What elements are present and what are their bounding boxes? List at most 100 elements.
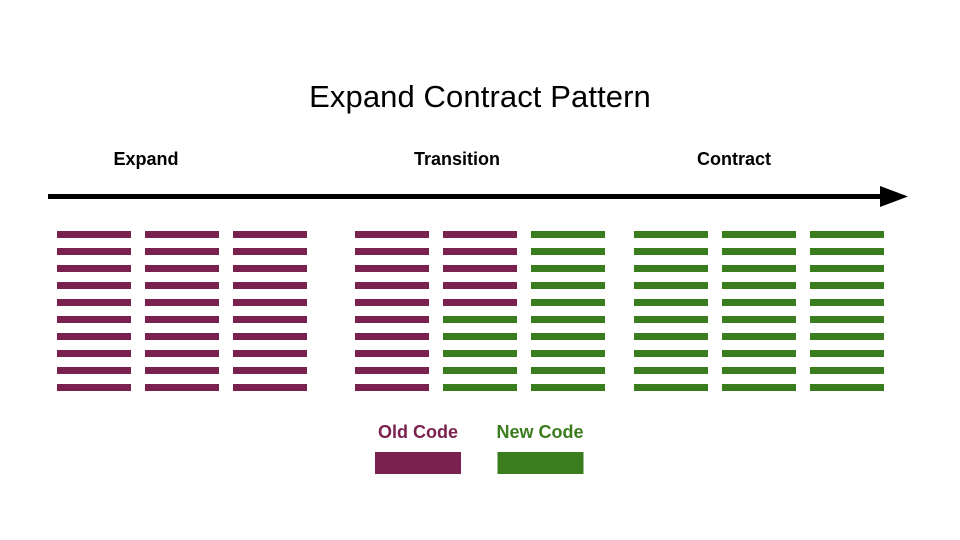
code-bar-old xyxy=(233,265,307,272)
code-bar-old xyxy=(355,282,429,289)
code-bar-old xyxy=(57,299,131,306)
code-bar-new xyxy=(531,367,605,374)
code-bar-new xyxy=(634,316,708,323)
code-bar-new xyxy=(810,248,884,255)
code-column-contract-1 xyxy=(634,231,708,391)
code-bar-new xyxy=(634,282,708,289)
legend-label: New Code xyxy=(496,422,584,442)
code-bar-new xyxy=(634,248,708,255)
code-bar-new xyxy=(810,299,884,306)
legend-label: Old Code xyxy=(378,422,458,442)
code-bar-new xyxy=(531,316,605,323)
code-bar-old xyxy=(355,248,429,255)
arrow-head-icon xyxy=(880,186,908,207)
code-bar-new xyxy=(634,265,708,272)
code-column-expand-2 xyxy=(145,231,219,391)
code-bar-old xyxy=(145,265,219,272)
timeline-arrow xyxy=(48,184,912,210)
phase-label-expand: Expand xyxy=(113,149,179,169)
code-bar-new xyxy=(722,350,796,357)
code-bar-old xyxy=(443,248,517,255)
code-bar-old xyxy=(145,350,219,357)
code-bar-old xyxy=(57,231,131,238)
code-bar-new xyxy=(531,350,605,357)
code-bar-new xyxy=(634,384,708,391)
code-bar-old xyxy=(145,384,219,391)
code-bar-new xyxy=(722,316,796,323)
code-bar-new xyxy=(443,350,517,357)
code-bar-old xyxy=(233,367,307,374)
legend-swatch xyxy=(496,452,583,474)
code-bar-new xyxy=(722,248,796,255)
code-bar-old xyxy=(355,384,429,391)
code-bar-new xyxy=(531,248,605,255)
code-bar-old xyxy=(57,316,131,323)
code-bar-new xyxy=(722,333,796,340)
code-bar-old xyxy=(145,299,219,306)
code-bar-old xyxy=(233,333,307,340)
code-bar-old xyxy=(57,282,131,289)
code-bar-old xyxy=(355,350,429,357)
code-bar-new xyxy=(722,299,796,306)
code-bar-old xyxy=(233,316,307,323)
code-bar-old xyxy=(355,265,429,272)
code-column-expand-3 xyxy=(233,231,307,391)
code-column-contract-2 xyxy=(722,231,796,391)
code-bar-old xyxy=(145,333,219,340)
legend: Old Code New Code xyxy=(0,421,960,481)
code-bar-old xyxy=(355,367,429,374)
code-bar-old xyxy=(233,282,307,289)
code-bar-new xyxy=(531,384,605,391)
code-bar-old xyxy=(57,333,131,340)
code-bar-new xyxy=(634,299,708,306)
code-bar-new xyxy=(443,384,517,391)
code-bar-old xyxy=(233,248,307,255)
code-bar-new xyxy=(810,231,884,238)
legend-item-old-code: Old Code xyxy=(375,421,461,474)
code-bar-old xyxy=(233,384,307,391)
code-bar-new xyxy=(634,231,708,238)
code-bar-old xyxy=(57,384,131,391)
code-bar-old xyxy=(443,265,517,272)
code-bar-old xyxy=(145,248,219,255)
code-bar-new xyxy=(810,384,884,391)
code-bar-old xyxy=(145,367,219,374)
code-bar-old xyxy=(443,231,517,238)
code-bar-new xyxy=(634,333,708,340)
code-bar-new xyxy=(810,282,884,289)
code-bar-old xyxy=(57,350,131,357)
code-bar-old xyxy=(233,231,307,238)
code-bar-new xyxy=(722,265,796,272)
code-bar-new xyxy=(722,231,796,238)
code-bar-old xyxy=(355,231,429,238)
code-bar-old xyxy=(145,316,219,323)
code-column-transition-1 xyxy=(355,231,429,391)
code-bar-old xyxy=(233,299,307,306)
code-bar-new xyxy=(810,316,884,323)
code-bar-new xyxy=(443,333,517,340)
code-bar-new xyxy=(722,367,796,374)
code-bar-old xyxy=(57,367,131,374)
code-bar-new xyxy=(531,333,605,340)
code-bar-new xyxy=(722,282,796,289)
code-bar-new xyxy=(531,282,605,289)
legend-swatch xyxy=(375,452,461,474)
code-bar-old xyxy=(443,299,517,306)
code-column-transition-3 xyxy=(531,231,605,391)
code-column-expand-1 xyxy=(57,231,131,391)
code-bar-old xyxy=(57,248,131,255)
code-bar-old xyxy=(355,333,429,340)
code-bar-old xyxy=(145,231,219,238)
phase-label-transition: Transition xyxy=(413,149,501,169)
code-bar-new xyxy=(634,350,708,357)
phase-label-contract: Contract xyxy=(696,149,772,169)
code-column-contract-3 xyxy=(810,231,884,391)
code-column-transition-2 xyxy=(443,231,517,391)
legend-item-new-code: New Code xyxy=(496,421,584,474)
code-bar-new xyxy=(443,367,517,374)
code-bar-old xyxy=(355,299,429,306)
code-bar-old xyxy=(355,316,429,323)
code-bar-old xyxy=(233,350,307,357)
